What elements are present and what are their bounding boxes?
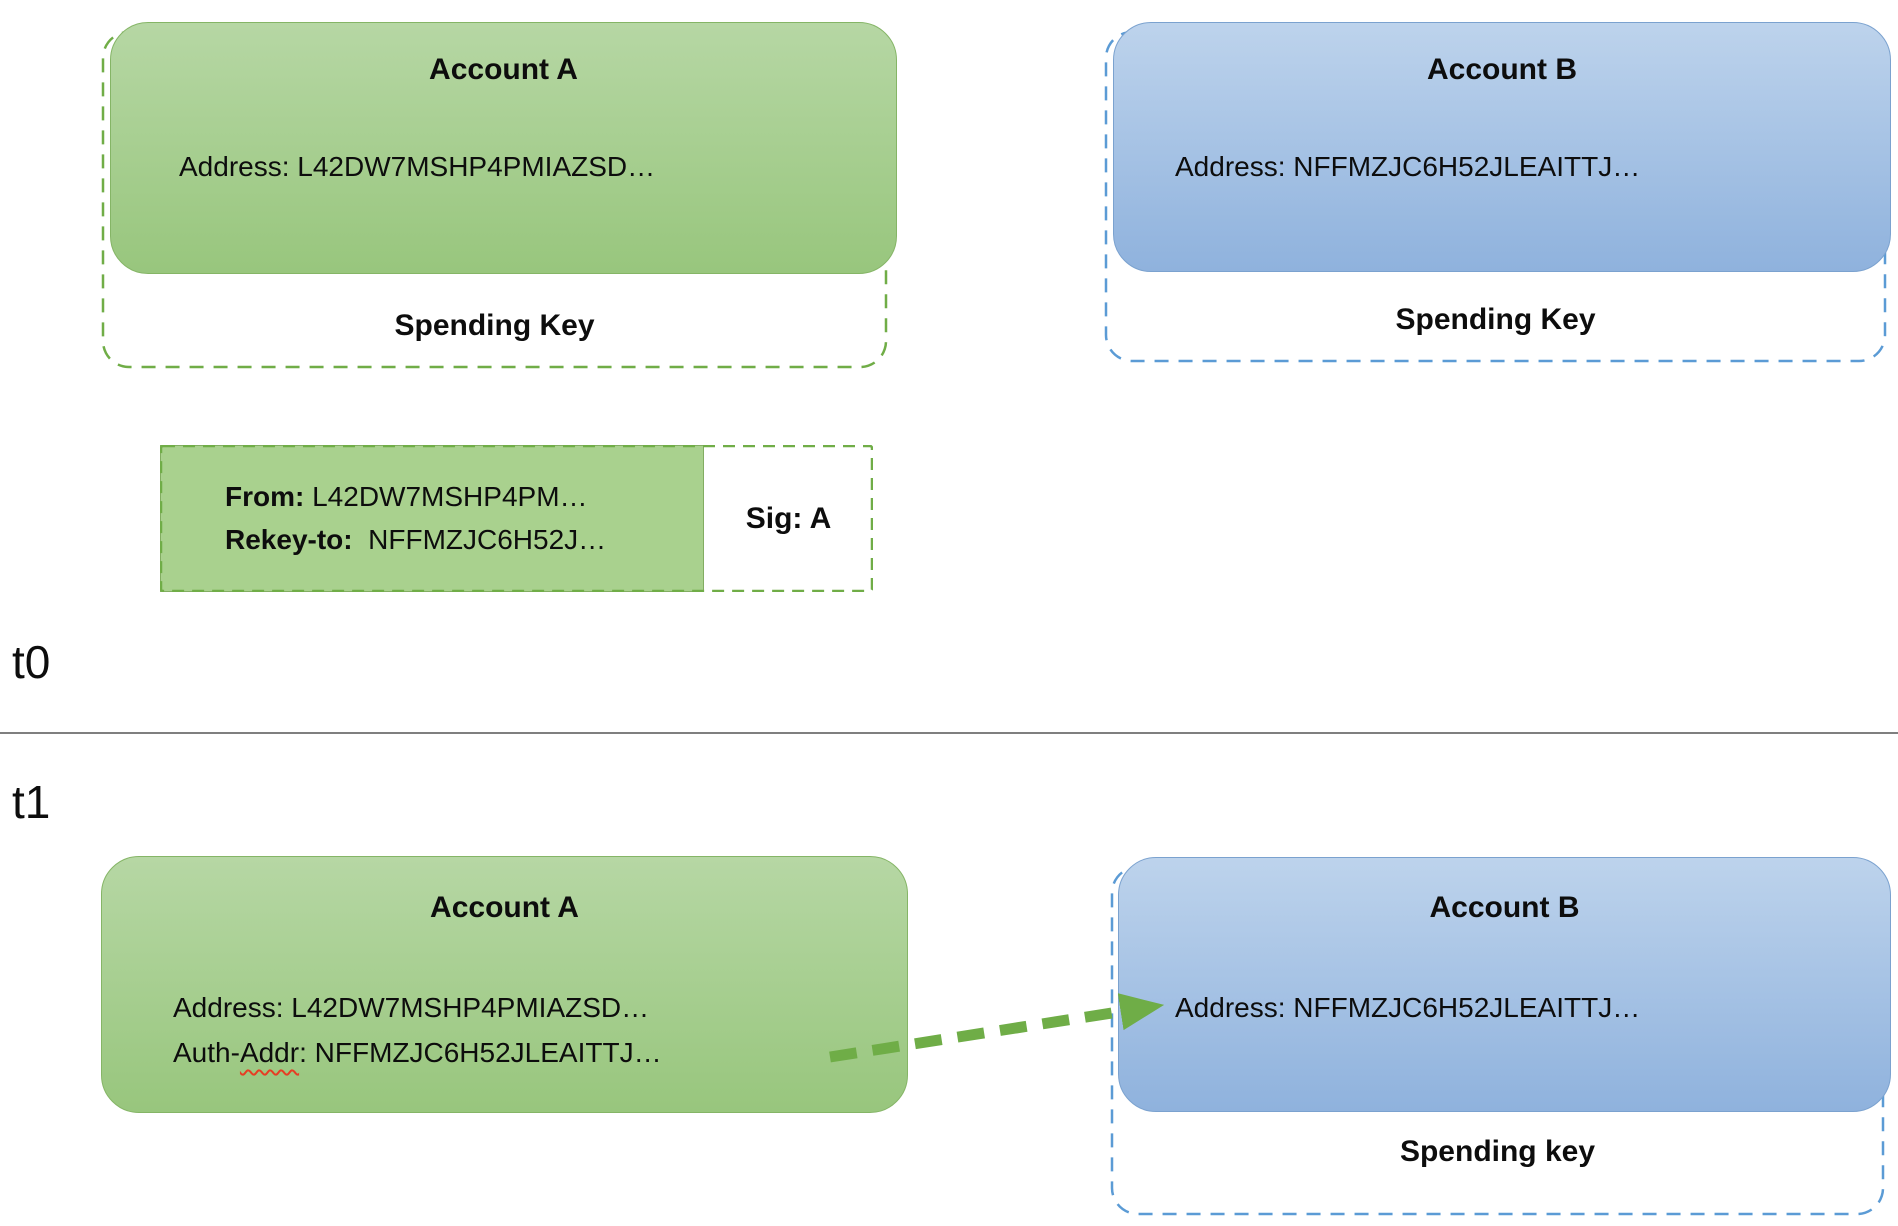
account-address: Address: NFFMZJC6H52JLEAITTJ… xyxy=(1175,992,1641,1023)
spending-key-label: Spending Key xyxy=(394,309,595,342)
dashed-outline-blue xyxy=(1110,865,1885,1216)
rekey-arrow xyxy=(829,993,1165,1063)
timeline-divider xyxy=(0,732,1898,734)
account-b-box-t1: Account B Address: NFFMZJC6H52JLEAITTJ… xyxy=(1118,857,1891,1112)
from-value: L42DW7MSHP4PM… xyxy=(304,481,588,512)
account-title: Account B xyxy=(1427,53,1577,86)
account-title: Account B xyxy=(1429,891,1580,924)
account-address: Address: NFFMZJC6H52JLEAITTJ… xyxy=(1175,151,1641,182)
account-a-box-t0: Account A Address: L42DW7MSHP4PMIAZSD… xyxy=(110,22,897,274)
auth-addr-prefix: Auth- xyxy=(173,1037,240,1068)
account-b-spending-key-box-t1: Spending key xyxy=(1110,865,1885,1216)
account-a-box-t1: Account A Address: L42DW7MSHP4PMIAZSD… A… xyxy=(101,856,908,1113)
auth-addr-flagged-word: Addr xyxy=(239,1037,300,1068)
account-b-box-t0: Account B Address: NFFMZJC6H52JLEAITTJ… xyxy=(1113,22,1891,272)
timeline-label-t1: t1 xyxy=(12,776,51,828)
signature-label: Sig: A xyxy=(745,501,832,535)
transaction-rekey-line: Rekey-to: NFFMZJC6H52J… xyxy=(225,523,703,557)
rekey-transaction-box: From: L42DW7MSHP4PM… Rekey-to: NFFMZJC6H… xyxy=(160,445,873,592)
account-address: Address: L42DW7MSHP4PMIAZSD… xyxy=(173,992,650,1023)
transaction-from-line: From: L42DW7MSHP4PM… xyxy=(225,480,703,514)
from-label: From: xyxy=(225,481,305,512)
account-title: Account A xyxy=(429,53,578,86)
rekey-to-value: NFFMZJC6H52J… xyxy=(352,524,607,555)
account-title: Account A xyxy=(430,891,579,924)
spending-key-label: Spending Key xyxy=(1395,303,1596,336)
account-address: Address: L42DW7MSHP4PMIAZSD… xyxy=(179,151,656,182)
account-auth-addr: Auth-Addr: NFFMZJC6H52JLEAITTJ… xyxy=(173,1036,897,1070)
timeline-label-t0: t0 xyxy=(12,636,51,688)
rekey-to-label: Rekey-to: xyxy=(225,524,353,555)
spending-key-label: Spending key xyxy=(1399,1135,1596,1168)
transaction-signature: Sig: A xyxy=(704,445,873,592)
auth-addr-value: : NFFMZJC6H52JLEAITTJ… xyxy=(299,1037,662,1068)
dashed-outline-green xyxy=(160,445,873,592)
